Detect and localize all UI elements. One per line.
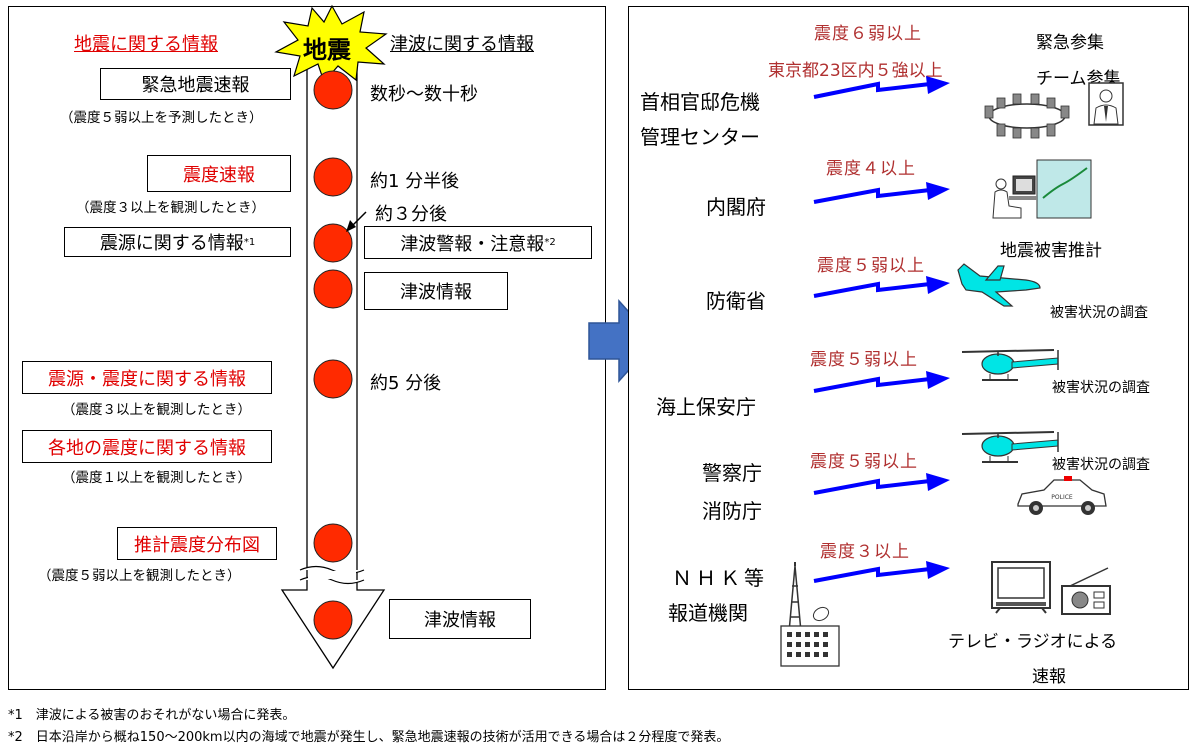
estimated-map-box: 推計震度分布図 [117,527,277,560]
intensity-flash-note: （震度３以上を観測したとき） [76,200,265,216]
cond-kantei-2: 東京都23区内５強以上 [768,61,943,81]
damage-estimation-icon [992,159,1092,219]
time-3min: 約３分後 [375,204,447,225]
footnote-1: *1 津波による被害のおそれがない場合に発表。 [8,708,296,723]
tsunami-info-heading: 津波に関する情報 [390,34,534,55]
estimated-map-note: （震度５弱以上を観測したとき） [38,568,241,584]
police-badge-text: POLICE [1051,494,1073,501]
time-seconds: 数秒～数十秒 [370,84,478,105]
agency-kantei-line2: 管理センター [640,125,760,149]
agency-cabinet: 内閣府 [706,195,766,219]
action-police: 被害状況の調査 [1052,457,1150,473]
action-coastguard: 被害状況の調査 [1052,380,1150,396]
regional-intensity-box: 各地の震度に関する情報 [22,430,272,463]
action-defense: 被害状況の調査 [1050,305,1148,321]
time-90s: 約1 分半後 [370,171,460,192]
helicopter-icon [961,431,1059,463]
agency-defense: 防衛省 [706,289,766,313]
tsunami-warning-label: 津波警報・注意報 [400,233,545,255]
action-cabinet: 地震被害推計 [1000,241,1102,261]
time-5min: 約5 分後 [370,373,442,394]
tsunami-info-box-2: 津波情報 [389,599,531,639]
aircraft-icon [957,263,1041,307]
earthquake-info-heading: 地震に関する情報 [74,34,218,55]
official-portrait-icon [1088,82,1124,126]
hypocenter-label: 震源に関する情報 [99,233,244,254]
eew-note: （震度５弱以上を予測したとき） [60,110,263,126]
agency-media: 報道機関 [668,601,748,625]
tsunami-warning-box: 津波警報・注意報*2 [364,226,592,259]
radio-icon [1061,567,1111,615]
action-kantei-1: 緊急参集 [1036,33,1104,53]
agency-nhk: ＮＨＫ等 [672,566,768,590]
hypocenter-intensity-box: 震源・震度に関する情報 [22,361,272,394]
tsunami-info-box-1: 津波情報 [364,272,508,310]
burst-label: 地震 [303,36,351,64]
cond-cabinet: 震度４以上 [826,159,916,179]
hypocenter-sup: *1 [243,236,256,248]
tsunami-warning-sup: *2 [544,237,556,248]
intensity-flash-box: 震度速報 [147,155,291,192]
agency-kantei-line1: 首相官邸危機 [640,90,760,114]
television-icon [991,561,1051,614]
police-car-icon: POLICE [1017,476,1107,515]
footnote-2: *2 日本沿岸から概ね150～200km以内の海域で地震が発生し、緊急地震速報の… [8,730,730,745]
agency-coastguard: 海上保安庁 [656,395,756,419]
cond-kantei-1: 震度６弱以上 [814,24,922,44]
agency-fire: 消防庁 [702,499,762,523]
meeting-room-icon [984,93,1070,139]
broadcast-station-icon [780,562,840,667]
regional-intensity-note: （震度１以上を観測したとき） [62,470,251,486]
hypocenter-box: 震源に関する情報*1 [64,227,291,257]
cond-defense: 震度５弱以上 [817,256,925,276]
action-nhk-1: テレビ・ラジオによる [948,632,1118,652]
hypocenter-intensity-note: （震度３以上を観測したとき） [62,402,251,418]
helicopter-icon [961,349,1059,381]
cond-nhk: 震度３以上 [820,542,910,562]
agency-police: 警察庁 [702,461,762,485]
eew-box: 緊急地震速報 [100,68,291,100]
cond-police: 震度５弱以上 [810,452,918,472]
cond-coastguard: 震度５弱以上 [810,350,918,370]
action-nhk-2: 速報 [1032,667,1066,687]
